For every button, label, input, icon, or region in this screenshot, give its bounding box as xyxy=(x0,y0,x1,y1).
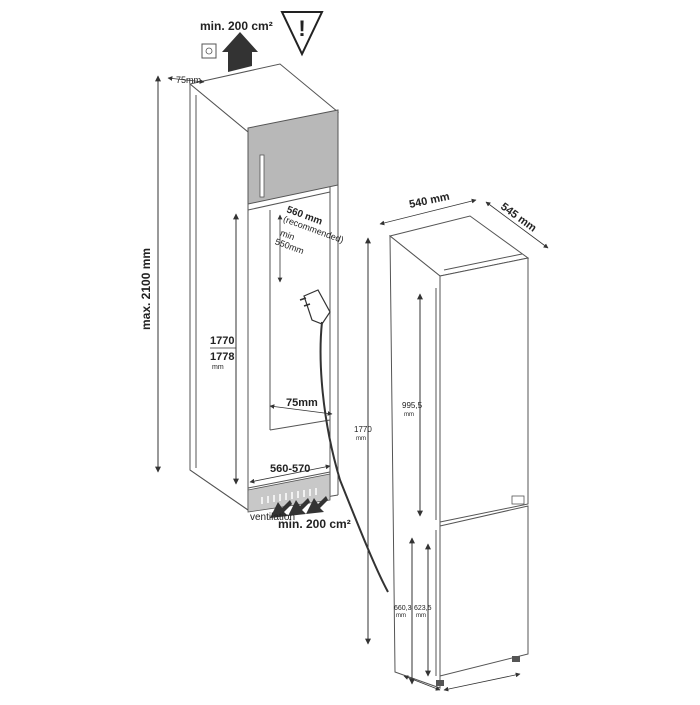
upper-cabinet-door xyxy=(247,109,339,205)
bottom-vent-arrows-icon xyxy=(270,496,328,518)
warning-icon: ! xyxy=(280,11,324,57)
depth-gap-mid-label: 75mm xyxy=(286,397,318,409)
max-height-label: max. 2100 mm xyxy=(139,248,153,330)
wall-socket-icon xyxy=(201,43,217,59)
niche-height-unit: mm xyxy=(212,364,224,371)
vent-top-label: min. 200 cm² xyxy=(200,19,273,33)
grille-slots xyxy=(261,488,317,504)
svg-text:!: ! xyxy=(298,16,305,41)
power-plug-icon xyxy=(299,289,331,325)
fridge-height-label: 1770 xyxy=(354,425,372,434)
fridge-hinge xyxy=(511,495,525,505)
vent-bottom-label: min. 200 cm² xyxy=(278,517,351,531)
niche-height-a: 1770 xyxy=(210,335,234,347)
door-upper-label: 995,5 xyxy=(402,401,423,410)
door-upper-unit: mm xyxy=(404,412,414,418)
door-lower-a-label: 660,3 xyxy=(394,605,412,612)
ventilation-label: ventilation xyxy=(250,512,295,523)
fridge-depth-label: 545 mm xyxy=(498,201,538,235)
fridge-height-unit: mm xyxy=(356,436,366,442)
niche-height-b: 1778 xyxy=(210,351,234,363)
door-lower-b-label: 623,5 xyxy=(414,605,432,612)
fridge xyxy=(388,215,530,689)
power-cable xyxy=(319,321,389,593)
cabinet-handle xyxy=(259,154,265,198)
door-lower-a-unit: mm xyxy=(396,613,406,619)
fridge-foot-right xyxy=(512,656,520,662)
niche-width-label: 560-570 xyxy=(270,463,310,475)
fridge-foot-left xyxy=(436,680,444,686)
socket-line3: min xyxy=(279,228,296,242)
top-vent-arrow-icon xyxy=(222,32,258,72)
door-lower-b-unit: mm xyxy=(416,613,426,619)
